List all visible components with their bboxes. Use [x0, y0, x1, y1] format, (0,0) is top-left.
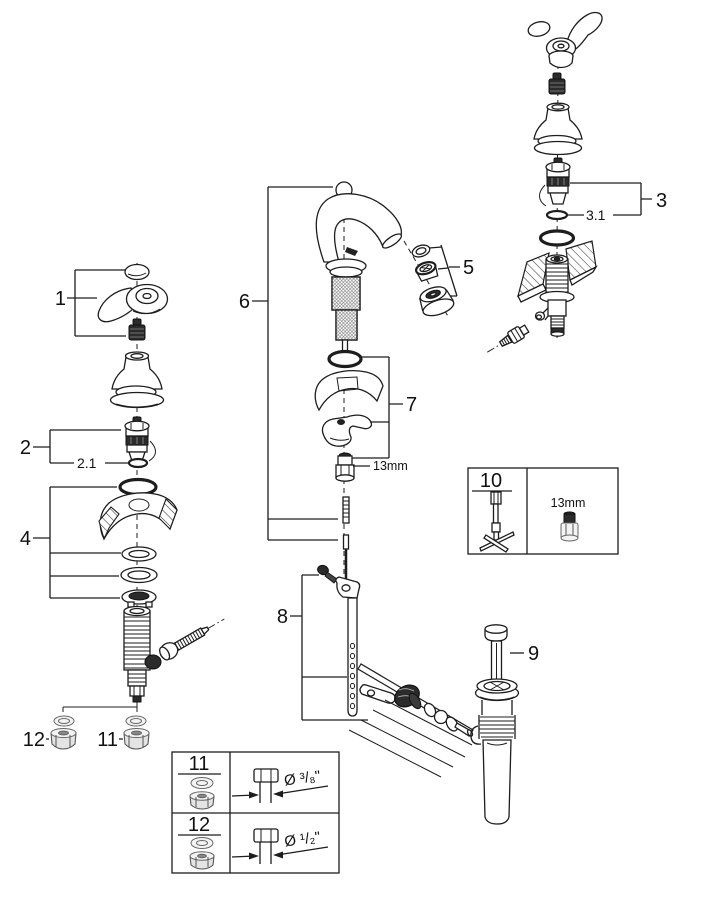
valve-body-icon — [534, 254, 575, 337]
callout-6: 6 — [239, 291, 250, 313]
callouts: 1 2 2.1 4 12 11 6 5 7 13mm 8 3 3.1 9 — [20, 182, 667, 751]
connector-bolt-icon — [487, 324, 530, 353]
callout-11: 11 — [97, 729, 118, 751]
spout-shank-icon — [331, 276, 361, 357]
pop-up-plug-icon — [484, 624, 508, 687]
cartridge-o-ring-icon — [545, 209, 569, 221]
spec-box: 11 Ø ³/₈" 12 — [171, 751, 340, 874]
handle-screw-icon — [548, 72, 566, 95]
spec-row1-number: 11 — [189, 753, 210, 775]
base-seal-icon — [118, 477, 158, 497]
mounting-clamp-icon — [314, 370, 384, 412]
bell-escutcheon-icon — [109, 351, 165, 409]
nut-icon — [189, 851, 215, 870]
callout-1: 1 — [55, 288, 66, 310]
mounting-washer-icon — [53, 715, 147, 727]
lever-handle-icon — [545, 11, 603, 69]
right-handle-assembly — [487, 11, 603, 353]
callout-5: 5 — [463, 257, 474, 279]
washer-icon — [190, 837, 214, 849]
tool-box: 10 13mm — [467, 467, 619, 555]
spout-icon — [315, 193, 403, 263]
clamp-horseshoe-icon — [321, 414, 373, 447]
handle-cap-icon — [124, 263, 150, 281]
drain-flange-icon — [474, 678, 520, 702]
mounting-bracket-line — [63, 700, 138, 708]
13mm-nut-icon — [560, 511, 579, 542]
callout-3-1: 3.1 — [586, 207, 606, 223]
wrench-size-label: 13mm — [373, 459, 408, 473]
callout-12: 12 — [23, 729, 45, 751]
pivot-rod-icon — [357, 663, 474, 737]
thread-diagram-3-8: Ø ³/₈" — [231, 768, 329, 803]
spout-seal-icon — [327, 349, 363, 369]
handle-screw-icon — [128, 318, 146, 341]
washer-icon — [120, 546, 158, 584]
spec-row2-diameter: Ø ¹/₂" — [283, 829, 321, 851]
base-seal-icon — [538, 229, 576, 247]
section-hatch-lines — [348, 699, 473, 778]
cartridge-o-ring-icon — [127, 457, 149, 469]
aerator-parts — [411, 244, 455, 317]
callout-8: 8 — [277, 606, 288, 628]
spout-assembly — [314, 181, 474, 778]
lever-handle-icon — [97, 283, 169, 323]
supply-connector-icon — [159, 618, 225, 661]
drain-hook-icon — [470, 725, 482, 745]
lift-rod-icon — [342, 496, 350, 580]
thread-diagram-1-2: Ø ¹/₂" — [231, 828, 329, 864]
cartridge-icon — [539, 157, 571, 207]
bell-escutcheon-icon — [533, 102, 583, 156]
deck-section-icon — [517, 240, 598, 303]
friction-ring-icon — [121, 589, 157, 608]
drain-assembly — [470, 624, 520, 825]
left-handle-assembly — [50, 263, 225, 750]
callout-9: 9 — [528, 643, 539, 665]
mounting-nut-icon — [50, 728, 150, 750]
callout-7: 7 — [406, 394, 417, 416]
washer-icon — [190, 777, 214, 789]
nut-icon — [189, 791, 215, 810]
tool-box-wrench-size: 13mm — [551, 496, 586, 510]
callout-2-1: 2.1 — [77, 455, 97, 471]
strap-icon — [335, 576, 361, 717]
tool-box-number: 10 — [480, 470, 502, 492]
socket-tool-icon — [479, 491, 515, 553]
callout-4: 4 — [20, 528, 31, 550]
clamp-nut-icon — [335, 452, 355, 482]
aerator-insert-icon — [415, 261, 439, 282]
aerator-slot-icon — [345, 247, 358, 256]
callout-2: 2 — [20, 437, 31, 459]
handle-cap-icon — [527, 21, 551, 37]
spec-row1-diameter: Ø ³/₈" — [283, 768, 322, 790]
callout-3: 3 — [656, 190, 667, 212]
threaded-shank-icon — [123, 605, 162, 703]
spec-row2-number: 12 — [188, 814, 210, 836]
cartridge-icon — [124, 416, 156, 462]
aerator-housing-icon — [419, 286, 455, 317]
deck-section-icon — [98, 492, 178, 541]
strap-screw-icon — [317, 564, 338, 584]
drain-body-icon — [470, 700, 516, 825]
aerator-washer-icon — [411, 244, 431, 258]
